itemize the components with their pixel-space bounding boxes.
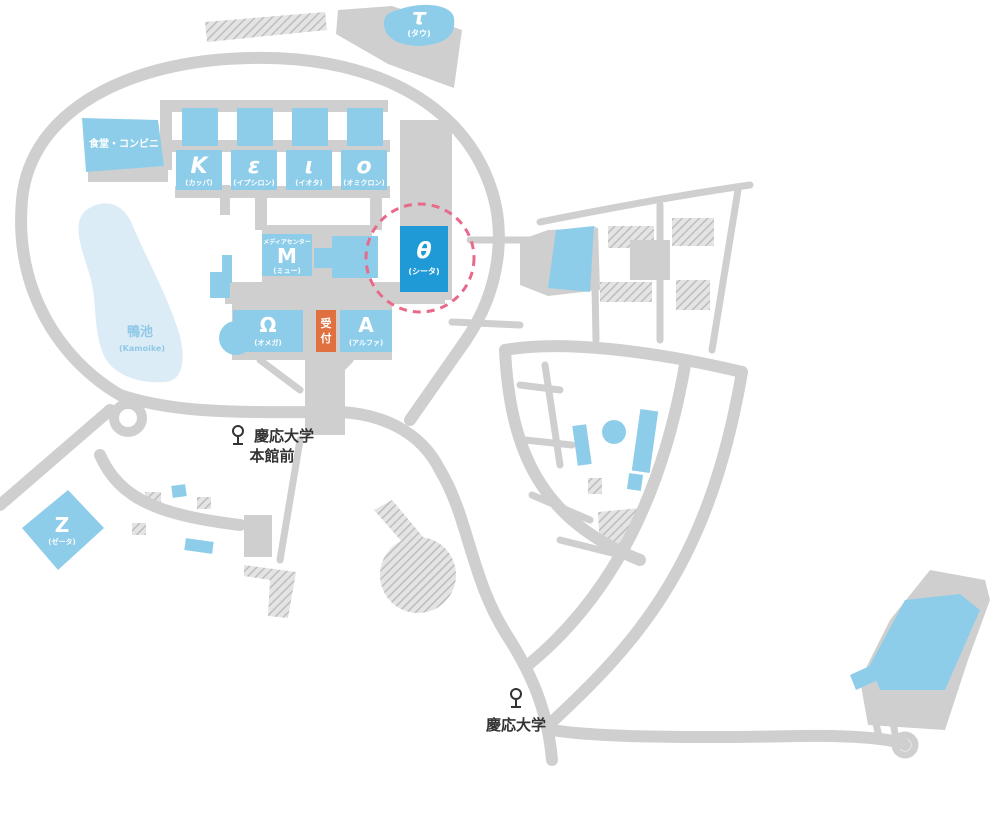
kappa-sub: (カッパ) bbox=[185, 178, 212, 187]
kappa-label: K bbox=[190, 154, 209, 179]
theta-highlight-circle bbox=[364, 202, 476, 314]
bus-stop-honkan[interactable]: 慶応大学 本館前 bbox=[232, 425, 314, 465]
road-west-diagonal bbox=[0, 404, 116, 511]
pond-name: 鴨池 bbox=[127, 324, 153, 340]
tau-label: τ bbox=[412, 5, 427, 30]
road-grid-left bbox=[499, 344, 646, 566]
building-reception-shape bbox=[316, 310, 336, 352]
road-south-main bbox=[434, 464, 558, 766]
mu-top: メディアセンター bbox=[263, 238, 310, 246]
mu-sub: (ミュー) bbox=[273, 267, 300, 275]
bus-stop-pin-icon bbox=[510, 688, 522, 708]
alpha-sub: (アルファ) bbox=[349, 339, 383, 347]
bus-stop-honkan-line2: 本館前 bbox=[249, 447, 294, 465]
building-omicron-shape bbox=[341, 150, 387, 190]
road-zeta-branch bbox=[94, 449, 246, 531]
building-alpha-shape bbox=[340, 310, 392, 352]
buildings-light bbox=[22, 4, 980, 690]
reception-line1: 受 bbox=[321, 316, 332, 330]
road-grid-outer bbox=[548, 366, 748, 726]
iota-label: ι bbox=[305, 154, 314, 179]
building-cafeteria-shape bbox=[82, 118, 164, 172]
omega-label: Ω bbox=[259, 313, 276, 337]
zeta-sub: (ゼータ) bbox=[48, 537, 75, 546]
plazas bbox=[88, 6, 990, 730]
roundabout-west bbox=[109, 399, 147, 437]
road-grid-inner bbox=[522, 359, 691, 671]
roads bbox=[0, 51, 911, 766]
tau-sub: (タウ) bbox=[407, 28, 430, 38]
bus-stop-keio[interactable]: 慶応大学 bbox=[486, 688, 546, 734]
building-epsilon-shape bbox=[231, 150, 277, 190]
reception-line2: 付 bbox=[321, 331, 332, 345]
road-grid-top bbox=[499, 340, 748, 378]
theta-sub: (シータ) bbox=[408, 266, 439, 276]
cafeteria-label: 食堂・コンビニ bbox=[88, 137, 159, 150]
epsilon-sub: (イプシロン) bbox=[233, 178, 274, 187]
bus-stop-keio-line1: 慶応大学 bbox=[486, 716, 546, 734]
omicron-label: ο bbox=[356, 154, 371, 179]
building-theta-shape bbox=[400, 226, 448, 292]
iota-sub: (イオタ) bbox=[295, 178, 322, 187]
building-zeta-shape bbox=[22, 490, 104, 570]
mu-label: M bbox=[277, 244, 297, 268]
omega-sub: (オメガ) bbox=[254, 338, 281, 347]
building-iota-shape bbox=[286, 150, 332, 190]
bus-stop-pin-icon bbox=[232, 425, 244, 445]
epsilon-label: ε bbox=[248, 154, 260, 179]
building-labels: τ (タウ) 食堂・コンビニ K (カッパ) ε (イプシロン) ι (イオタ)… bbox=[48, 5, 439, 546]
bus-stop-honkan-line1: 慶応大学 bbox=[254, 427, 314, 445]
road-main-loop bbox=[15, 51, 505, 476]
alpha-label: A bbox=[358, 313, 374, 337]
pond: 鴨池 (Kamoike) bbox=[78, 203, 183, 383]
building-tau-shape bbox=[384, 4, 455, 47]
road-bottom-east bbox=[546, 724, 911, 751]
building-mu-shape bbox=[262, 234, 312, 276]
theta-label: θ bbox=[416, 239, 431, 264]
roundabout-east bbox=[891, 731, 919, 759]
omicron-sub: (オミクロン) bbox=[343, 178, 384, 187]
zeta-label: Z bbox=[55, 513, 70, 537]
building-kappa-shape bbox=[176, 150, 222, 190]
pond-sub: (Kamoike) bbox=[119, 344, 165, 353]
